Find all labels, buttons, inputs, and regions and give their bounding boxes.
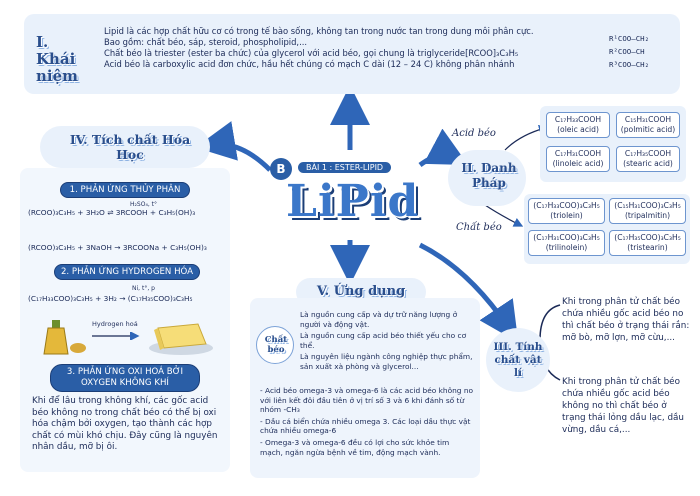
concept-panel: I. Khái niệm Lipid là các hợp chất hữu c… xyxy=(24,14,680,94)
acid-name: (polmitic acid) xyxy=(620,125,676,134)
reaction-2-equation: (C₁₇H₃₃COO)₃C₃H₅ + 3H₂ → (C₁₇H₃₅COO)₃C₃H… xyxy=(28,294,193,303)
fat-name: (tristearin) xyxy=(627,243,668,252)
hydrogenation-label: Hydrogen hoá xyxy=(92,320,138,328)
formula-line: R¹COO–CH₂ xyxy=(609,34,650,43)
oil-bottle-icon xyxy=(43,320,86,355)
chemical-bubble: IV. Tích chất Hóa Học xyxy=(40,126,210,168)
reaction-3-title: 3. PHẢN ỨNG OXI HOÁ BỞI OXYGEN KHÔNG KHÍ xyxy=(50,364,200,392)
acid-list-panel: C₁₇H₃₃COOH(oleic acid) C₁₅H₃₁COOH(polmit… xyxy=(540,106,686,182)
physical-text-solid: Khi trong phân tử chất béo chứa nhiều gố… xyxy=(562,297,690,343)
fat-formula: (C₁₇H₃₃COO)₃C₃H₅ xyxy=(533,201,600,210)
application-bullet: Là nguyên liệu ngành công nghiệp thực ph… xyxy=(300,352,473,371)
fat-name: (trilinolein) xyxy=(545,243,588,252)
application-bullet: Là nguồn cung cấp acid béo thiết yếu cho… xyxy=(300,331,467,350)
reaction-1-equation-1: (RCOO)₃C₃H₅ + 3H₂O ⇌ 3RCOOH + C₃H₅(OH)₃ xyxy=(28,208,196,217)
physical-bubble: III. Tính chất vật lí xyxy=(486,328,550,392)
fat-box: (C₁₇H₃₅COO)₃C₃H₅(tristearin) xyxy=(609,230,686,256)
lesson-label: BÀI 1 : ESTER-LIPID xyxy=(298,162,392,173)
acid-name: (stearic acid) xyxy=(623,159,673,168)
chemical-heading: IV. Tích chất Hóa Học xyxy=(69,132,191,162)
butter-icon xyxy=(149,323,213,355)
fat-circle: Chất béo xyxy=(256,326,294,364)
oil-illustration xyxy=(38,316,88,356)
reaction-1-equation-2: (RCOO)₃C₃H₅ + 3NaOH → 3RCOONa + C₃H₅(OH)… xyxy=(28,243,207,252)
arrow-to-physical xyxy=(418,242,519,343)
arrow-to-nomenclature xyxy=(418,128,469,168)
chemical-panel: 1. PHẢN ỨNG THỦY PHÂN H₂SO₄, t° (RCOO)₃C… xyxy=(20,168,230,472)
omega-note: - Dầu cá biển chứa nhiều omega 3. Các lo… xyxy=(260,416,471,436)
reaction-2-condition: Ni, t°, p xyxy=(132,285,155,292)
acid-box: C₁₅H₃₁COOH(polmitic acid) xyxy=(616,112,680,138)
fat-label: Chất béo xyxy=(456,222,502,233)
arrow-to-chemical xyxy=(195,121,272,172)
application-heading: V. Ứng dụng xyxy=(316,284,406,299)
concept-text: Lipid là các hợp chất hữu cơ có trong tế… xyxy=(104,26,584,70)
fat-box: (C₁₇H₃₃COO)₃C₃H₅(triolein) xyxy=(528,198,605,224)
acid-formula: C₁₇H₃₁COOH xyxy=(554,149,602,158)
acid-formula: C₁₇H₃₃COOH xyxy=(554,115,602,124)
formula-line: R²COO–CH xyxy=(609,47,645,56)
fat-formula: (C₁₇H₃₁COO)₃C₃H₅ xyxy=(533,233,600,242)
reaction-1-title: 1. PHẢN ỨNG THỦY PHÂN xyxy=(60,182,190,198)
arrow-fat xyxy=(484,204,524,227)
physical-text-liquid: Khi trong phân tử chất béo chứa nhiều gố… xyxy=(562,377,685,435)
fat-box: (C₁₇H₃₁COO)₃C₃H₅(trilinolein) xyxy=(528,230,605,256)
reaction-3-text: Khi để lâu trong không khí, các gốc acid… xyxy=(32,396,218,452)
acid-formula: C₁₇H₃₅COOH xyxy=(624,149,672,158)
fat-name: (triolein) xyxy=(550,211,583,220)
concept-line: Acid béo là carboxylic acid đơn chức, hầ… xyxy=(104,59,515,69)
fat-formula: (C₁₇H₃₅COO)₃C₃H₅ xyxy=(614,233,681,242)
acid-formula: C₁₅H₃₁COOH xyxy=(624,115,672,124)
concept-line: Lipid là các hợp chất hữu cơ có trong tế… xyxy=(104,26,534,36)
acid-label: Acid béo xyxy=(452,128,496,139)
hydrogenation-arrow-icon xyxy=(92,332,140,340)
acid-box: C₁₇H₃₁COOH(linoleic acid) xyxy=(546,146,610,172)
fat-circle-label: Chất béo xyxy=(264,335,288,355)
arrow-acid xyxy=(504,124,549,151)
butter-illustration xyxy=(148,314,214,356)
fat-box: (C₁₅H₃₁COO)₃C₃H₅(tripalmitin) xyxy=(609,198,686,224)
application-panel: Chất béo Là nguồn cung cấp và dự trữ năn… xyxy=(250,298,480,478)
reaction-2-title: 2. PHẢN ỨNG HYDROGEN HÓA xyxy=(54,264,200,280)
concept-line: Chất béo là triester (ester ba chức) của… xyxy=(104,48,519,58)
nomenclature-bubble: II. Danh Pháp xyxy=(448,150,526,206)
application-bullet: Là nguồn cung cấp và dự trữ năng lượng ở… xyxy=(300,310,458,329)
omega-note: - Acid béo omega-3 và omega-6 là các aci… xyxy=(260,386,474,415)
nomenclature-heading: II. Danh Pháp xyxy=(461,161,517,190)
physical-heading: III. Tính chất vật lí xyxy=(493,341,543,379)
acid-name: (oleic acid) xyxy=(557,125,599,134)
application-bullets: Là nguồn cung cấp và dự trữ năng lượng ở… xyxy=(300,310,476,372)
center-title: B BÀI 1 : ESTER-LIPID LiPid xyxy=(268,150,433,240)
concept-line: Bao gồm: chất béo, sáp, steroid, phospho… xyxy=(104,37,308,47)
acid-box: C₁₇H₃₃COOH(oleic acid) xyxy=(546,112,610,138)
main-title: LiPid xyxy=(286,176,420,227)
fat-list-panel: (C₁₇H₃₃COO)₃C₃H₅(triolein) (C₁₅H₃₁COO)₃C… xyxy=(524,194,690,264)
concept-heading: I. Khái niệm xyxy=(36,33,79,85)
acid-box: C₁₇H₃₅COOH(stearic acid) xyxy=(616,146,680,172)
lesson-badge: B xyxy=(270,158,292,180)
omega-notes: - Acid béo omega-3 và omega-6 là các aci… xyxy=(260,386,474,457)
fat-formula: (C₁₅H₃₁COO)₃C₃H₅ xyxy=(614,201,681,210)
triglyceride-formula: R¹COO–CH₂ R²COO–CH R³COO–CH₂ xyxy=(609,32,679,71)
omega-note: - Omega-3 và omega-6 đều có lợi cho sức … xyxy=(260,437,450,457)
formula-line: R³COO–CH₂ xyxy=(609,60,650,69)
reaction-1-condition: H₂SO₄, t° xyxy=(130,201,158,208)
fat-name: (tripalmitin) xyxy=(624,211,671,220)
acid-name: (linoleic acid) xyxy=(552,159,604,168)
